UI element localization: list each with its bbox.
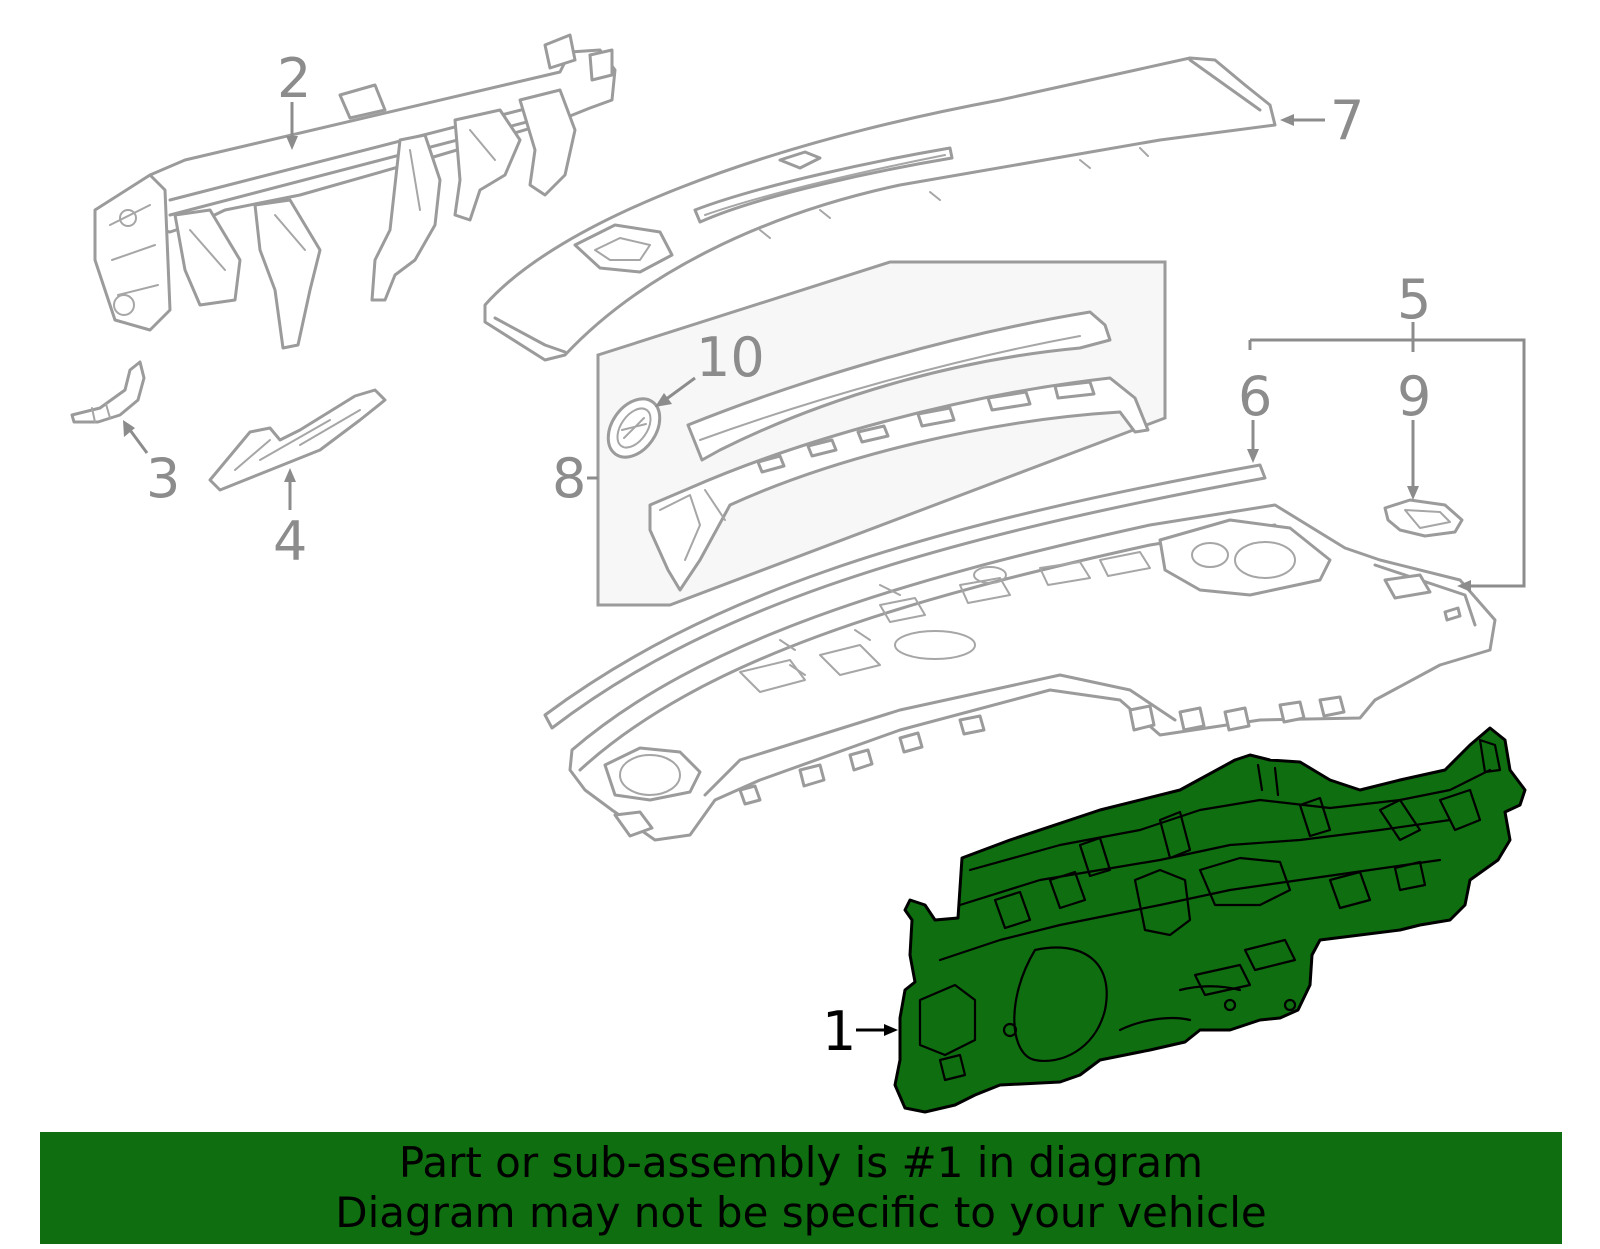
info-banner: Part or sub-assembly is #1 in diagram Di… bbox=[40, 1132, 1562, 1244]
leader-lines bbox=[123, 102, 1526, 1036]
strip-part-6 bbox=[543, 463, 1267, 730]
callout-5: 5 bbox=[1397, 268, 1431, 331]
banner-line-1: Part or sub-assembly is #1 in diagram bbox=[398, 1138, 1204, 1187]
callout-2: 2 bbox=[277, 47, 311, 110]
panel-carrier-part-1 bbox=[893, 726, 1527, 1114]
bezel-part-9 bbox=[1383, 498, 1464, 538]
cross-car-beam-part-2 bbox=[93, 33, 617, 350]
callout-9: 9 bbox=[1397, 365, 1431, 428]
callout-6: 6 bbox=[1238, 365, 1272, 428]
callout-1: 1 bbox=[822, 1000, 856, 1063]
callout-8: 8 bbox=[552, 447, 586, 510]
bracket-part-3 bbox=[70, 360, 146, 424]
round-vent-part-10 bbox=[606, 397, 662, 459]
trim-strip-part-8 bbox=[648, 310, 1150, 592]
instrument-panel-part-5 bbox=[568, 503, 1497, 842]
banner-line-2: Diagram may not be specific to your vehi… bbox=[335, 1188, 1267, 1237]
callout-4: 4 bbox=[273, 510, 307, 573]
upper-trim-panel-part-7 bbox=[483, 56, 1277, 362]
bracket-part-4 bbox=[208, 388, 387, 492]
callout-3: 3 bbox=[146, 447, 180, 510]
callout-10: 10 bbox=[696, 326, 765, 389]
callout-labels: 2 3 4 7 10 8 5 6 9 1 bbox=[146, 47, 1431, 1063]
callout-7: 7 bbox=[1330, 89, 1364, 152]
